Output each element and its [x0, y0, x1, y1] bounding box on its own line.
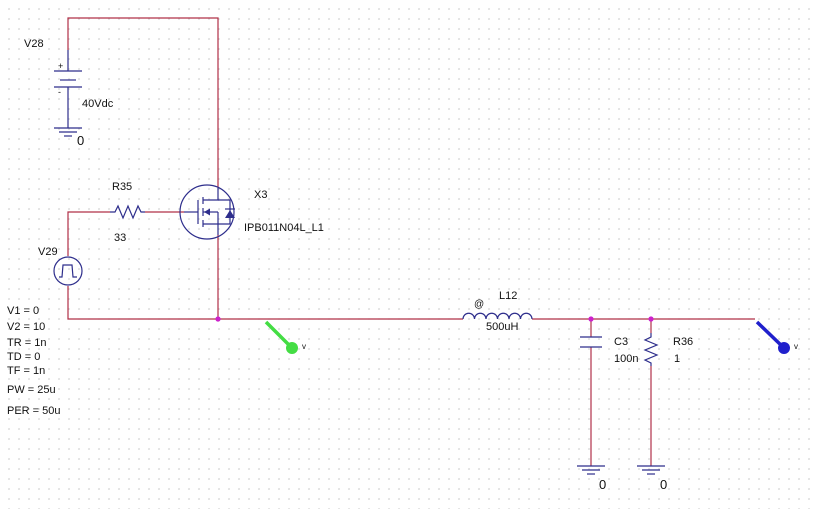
- r36-ref-label: R36: [673, 336, 694, 348]
- l12-ref-label: L12: [499, 290, 518, 302]
- x3-ref-label: X3: [254, 189, 268, 201]
- v29-param-v1: V1 = 0: [7, 305, 40, 317]
- wires: [67, 17, 755, 466]
- capacitor-c3[interactable]: [580, 336, 602, 348]
- v29-param-v2: V2 = 10: [7, 321, 46, 333]
- dc-source-v28[interactable]: [54, 50, 82, 128]
- ground-symbol-v28: [54, 127, 82, 137]
- c3-ref-label: C3: [614, 336, 629, 348]
- v28-plus-mark: +: [58, 61, 64, 71]
- r35-value-label: 33: [114, 232, 127, 244]
- resistor-r35[interactable]: [110, 204, 145, 220]
- probe-blue-letter: v: [794, 342, 798, 351]
- ground-symbol-c3: [577, 465, 605, 475]
- v29-param-tr: TR = 1n: [7, 337, 47, 349]
- resistor-r36[interactable]: [643, 333, 659, 366]
- v29-param-td: TD = 0: [7, 351, 41, 363]
- v29-param-tf: TF = 1n: [7, 365, 46, 377]
- junction-dot: [588, 316, 594, 322]
- c3-ground-label: 0: [599, 477, 607, 492]
- x3-part-label: IPB011N04L_L1: [244, 222, 324, 234]
- v28-ground-label: 0: [77, 133, 85, 148]
- junction-dot: [648, 316, 654, 322]
- v29-param-per: PER = 50u: [7, 405, 61, 417]
- v28-ref-label: V28: [24, 38, 44, 50]
- v29-param-pw: PW = 25u: [7, 384, 56, 396]
- voltage-probe-blue[interactable]: [755, 320, 790, 354]
- inductor-l12[interactable]: [462, 312, 533, 320]
- v28-value-label: 40Vdc: [82, 98, 114, 110]
- r36-value-label: 1: [674, 353, 681, 365]
- junctions: [215, 316, 654, 322]
- c3-value-label: 100n: [614, 353, 639, 365]
- probe-green-letter: v: [302, 342, 306, 351]
- pulse-source-v29[interactable]: [53, 256, 83, 286]
- v29-ref-label: V29: [38, 246, 58, 258]
- l12-dot-mark: @: [474, 299, 485, 310]
- wire-v29-to-node[interactable]: [67, 286, 218, 320]
- r36-ground-label: 0: [660, 477, 668, 492]
- voltage-probe-green[interactable]: [264, 320, 298, 354]
- l12-value-label: 500uH: [486, 321, 519, 333]
- mosfet-x3[interactable]: [179, 184, 235, 240]
- junction-dot: [215, 316, 221, 322]
- r35-ref-label: R35: [112, 181, 133, 193]
- ground-symbol-r36: [637, 465, 665, 475]
- v28-minus-mark: -: [58, 87, 61, 97]
- wire-v29-to-r35[interactable]: [67, 211, 110, 256]
- wire-v28-to-drain[interactable]: [67, 17, 219, 188]
